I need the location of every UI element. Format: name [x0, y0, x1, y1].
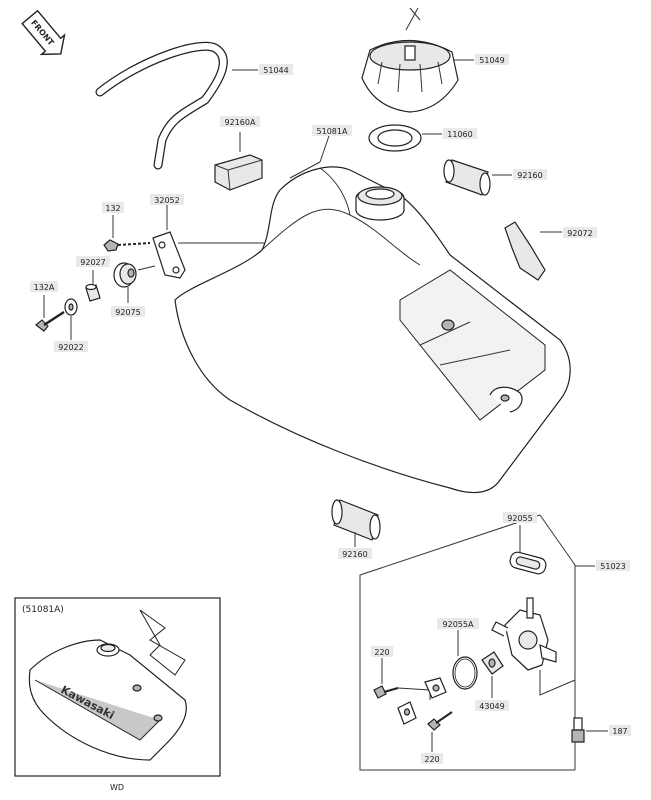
callout-220-lower: 220: [421, 753, 443, 764]
callout-43049: 43049: [475, 700, 509, 711]
fuel-tank-51081A: [174, 132, 571, 494]
part-43049-washer: [481, 651, 504, 698]
part-220-screw-lower: [427, 711, 453, 752]
callout-92160A: 92160A: [220, 116, 260, 127]
callout-187: 187: [609, 725, 631, 736]
part-fuel-cock-bracket: [397, 677, 447, 725]
svg-text:220: 220: [424, 755, 439, 764]
part-32052-bracket: [152, 205, 265, 279]
part-92160-cushion-top: [443, 159, 512, 196]
callout-92160-lower: 92160: [338, 548, 372, 559]
part-92055A-o-ring: [452, 630, 478, 690]
part-92072-clip: [504, 221, 562, 281]
svg-text:51049: 51049: [479, 56, 504, 65]
svg-text:92027: 92027: [80, 258, 105, 267]
part-92160A-cushion: [214, 132, 263, 191]
callout-51081A: 51081A: [312, 125, 352, 136]
svg-text:92075: 92075: [115, 308, 140, 317]
svg-text:43049: 43049: [479, 702, 504, 711]
svg-text:92160A: 92160A: [225, 118, 256, 127]
part-11060-gasket: [368, 124, 442, 152]
inset-panel: (51081A) Kawasaki WD: [14, 597, 221, 792]
part-92075-grommet: [113, 262, 156, 303]
svg-text:92055: 92055: [507, 514, 532, 523]
callout-92072: 92072: [563, 227, 597, 238]
callout-92160: 92160: [513, 169, 547, 180]
svg-text:92160: 92160: [342, 550, 367, 559]
svg-text:92160: 92160: [517, 171, 542, 180]
fuel-cock-group-outline: [359, 514, 595, 771]
callout-51023: 51023: [596, 560, 630, 571]
callout-labels: 51044 51049 92160A 51081A 11060 92160 13…: [30, 54, 631, 764]
svg-text:92022: 92022: [58, 343, 83, 352]
callout-92055A: 92055A: [437, 618, 479, 629]
callout-92022: 92022: [54, 341, 88, 352]
callout-132A: 132A: [30, 281, 58, 292]
svg-text:220: 220: [374, 648, 389, 657]
svg-text:32052: 32052: [154, 196, 179, 205]
svg-text:92055A: 92055A: [443, 620, 474, 629]
part-92160-cushion-bottom: [331, 499, 381, 547]
part-132-bolt: [103, 215, 151, 252]
callout-92055: 92055: [503, 512, 537, 523]
svg-text:92072: 92072: [567, 229, 592, 238]
callout-132: 132: [102, 202, 124, 213]
part-51023-fuel-cock: [491, 597, 576, 696]
svg-text:11060: 11060: [447, 130, 472, 139]
part-132A-bolt: [35, 295, 65, 332]
callout-32052: 32052: [150, 194, 184, 205]
svg-text:51023: 51023: [600, 562, 625, 571]
callout-92075: 92075: [111, 306, 145, 317]
svg-text:187: 187: [612, 727, 627, 736]
svg-text:132: 132: [105, 204, 120, 213]
part-92027-collar: [85, 270, 101, 302]
part-92055-gasket: [509, 525, 547, 575]
svg-text:132A: 132A: [34, 283, 55, 292]
inset-caption: (51081A): [22, 605, 64, 615]
callout-11060: 11060: [443, 128, 477, 139]
callout-92027: 92027: [76, 256, 110, 267]
svg-text:51044: 51044: [263, 66, 288, 75]
part-51044-hose: [95, 41, 258, 170]
part-187-bolt: [571, 717, 608, 743]
part-51049-fuel-cap: [361, 7, 474, 113]
callout-51044: 51044: [259, 64, 293, 75]
part-92022-washer: [64, 298, 78, 340]
front-direction-badge: FRONT: [21, 9, 66, 56]
svg-text:51081A: 51081A: [317, 127, 348, 136]
part-220-screw: [373, 658, 431, 700]
callout-220-upper: 220: [371, 646, 393, 657]
callout-51049: 51049: [475, 54, 509, 65]
inset-footer-label: WD: [110, 783, 124, 792]
